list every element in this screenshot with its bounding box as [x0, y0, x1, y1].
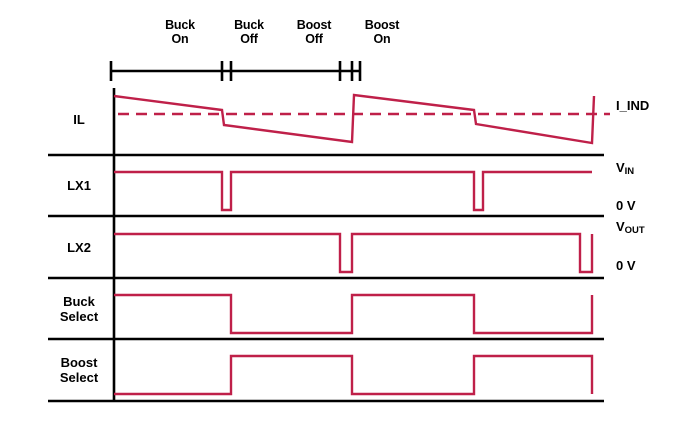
phase-label-line1: Buck [165, 18, 195, 32]
row-label-line2: Select [59, 309, 99, 324]
waveform-boost-select [114, 354, 594, 396]
phase-label-line1: Boost [296, 18, 332, 32]
row-label-line1: Boost [60, 355, 98, 370]
row-label-boost-select: Boost Select [48, 355, 110, 385]
phase-label-line1: Buck [234, 18, 264, 32]
vin-text: V [616, 160, 625, 175]
i-ind-text: I_IND [616, 98, 650, 113]
waveform-lx2 [114, 232, 594, 274]
row-label-line1: Buck [63, 294, 95, 309]
phase-label-line2: On [373, 32, 391, 46]
row-grid [48, 88, 604, 403]
row-label-line1: IL [73, 112, 85, 127]
zero-v-lx2-label: 0 V [616, 258, 636, 273]
vout-subscript: OUT [624, 225, 645, 236]
vin-subscript: IN [624, 166, 635, 177]
row-label-line2: Select [59, 370, 99, 385]
row-label-line1: LX1 [67, 178, 91, 193]
vin-label: VIN [616, 160, 634, 177]
row-label-il: IL [48, 112, 110, 127]
phase-label-line1: Boost [364, 18, 400, 32]
phase-ruler [109, 61, 362, 81]
vout-label: VOUT [616, 219, 645, 236]
zero-v-lx1-label: 0 V [616, 198, 636, 213]
row-label-lx1: LX1 [48, 178, 110, 193]
phase-label-buck-on: Buck On [148, 18, 212, 46]
phase-label-buck-off: Buck Off [217, 18, 281, 46]
waveform-lx1 [114, 170, 592, 212]
row-label-buck-select: Buck Select [48, 294, 110, 324]
waveform-buck-select [114, 293, 594, 335]
zero-v-lx2-text: 0 V [616, 258, 636, 273]
row-label-lx2: LX2 [48, 240, 110, 255]
vout-text: V [616, 219, 625, 234]
phase-label-line2: Off [305, 32, 323, 46]
row-label-line1: LX2 [67, 240, 91, 255]
phase-label-boost-off: Boost Off [280, 18, 348, 46]
phase-label-line2: On [171, 32, 189, 46]
phase-label-boost-on: Boost On [348, 18, 416, 46]
phase-label-line2: Off [240, 32, 258, 46]
waveform-il [113, 93, 596, 145]
i-ind-label: I_IND [616, 98, 649, 113]
zero-v-lx1-text: 0 V [616, 198, 636, 213]
waveform-group [113, 93, 610, 396]
